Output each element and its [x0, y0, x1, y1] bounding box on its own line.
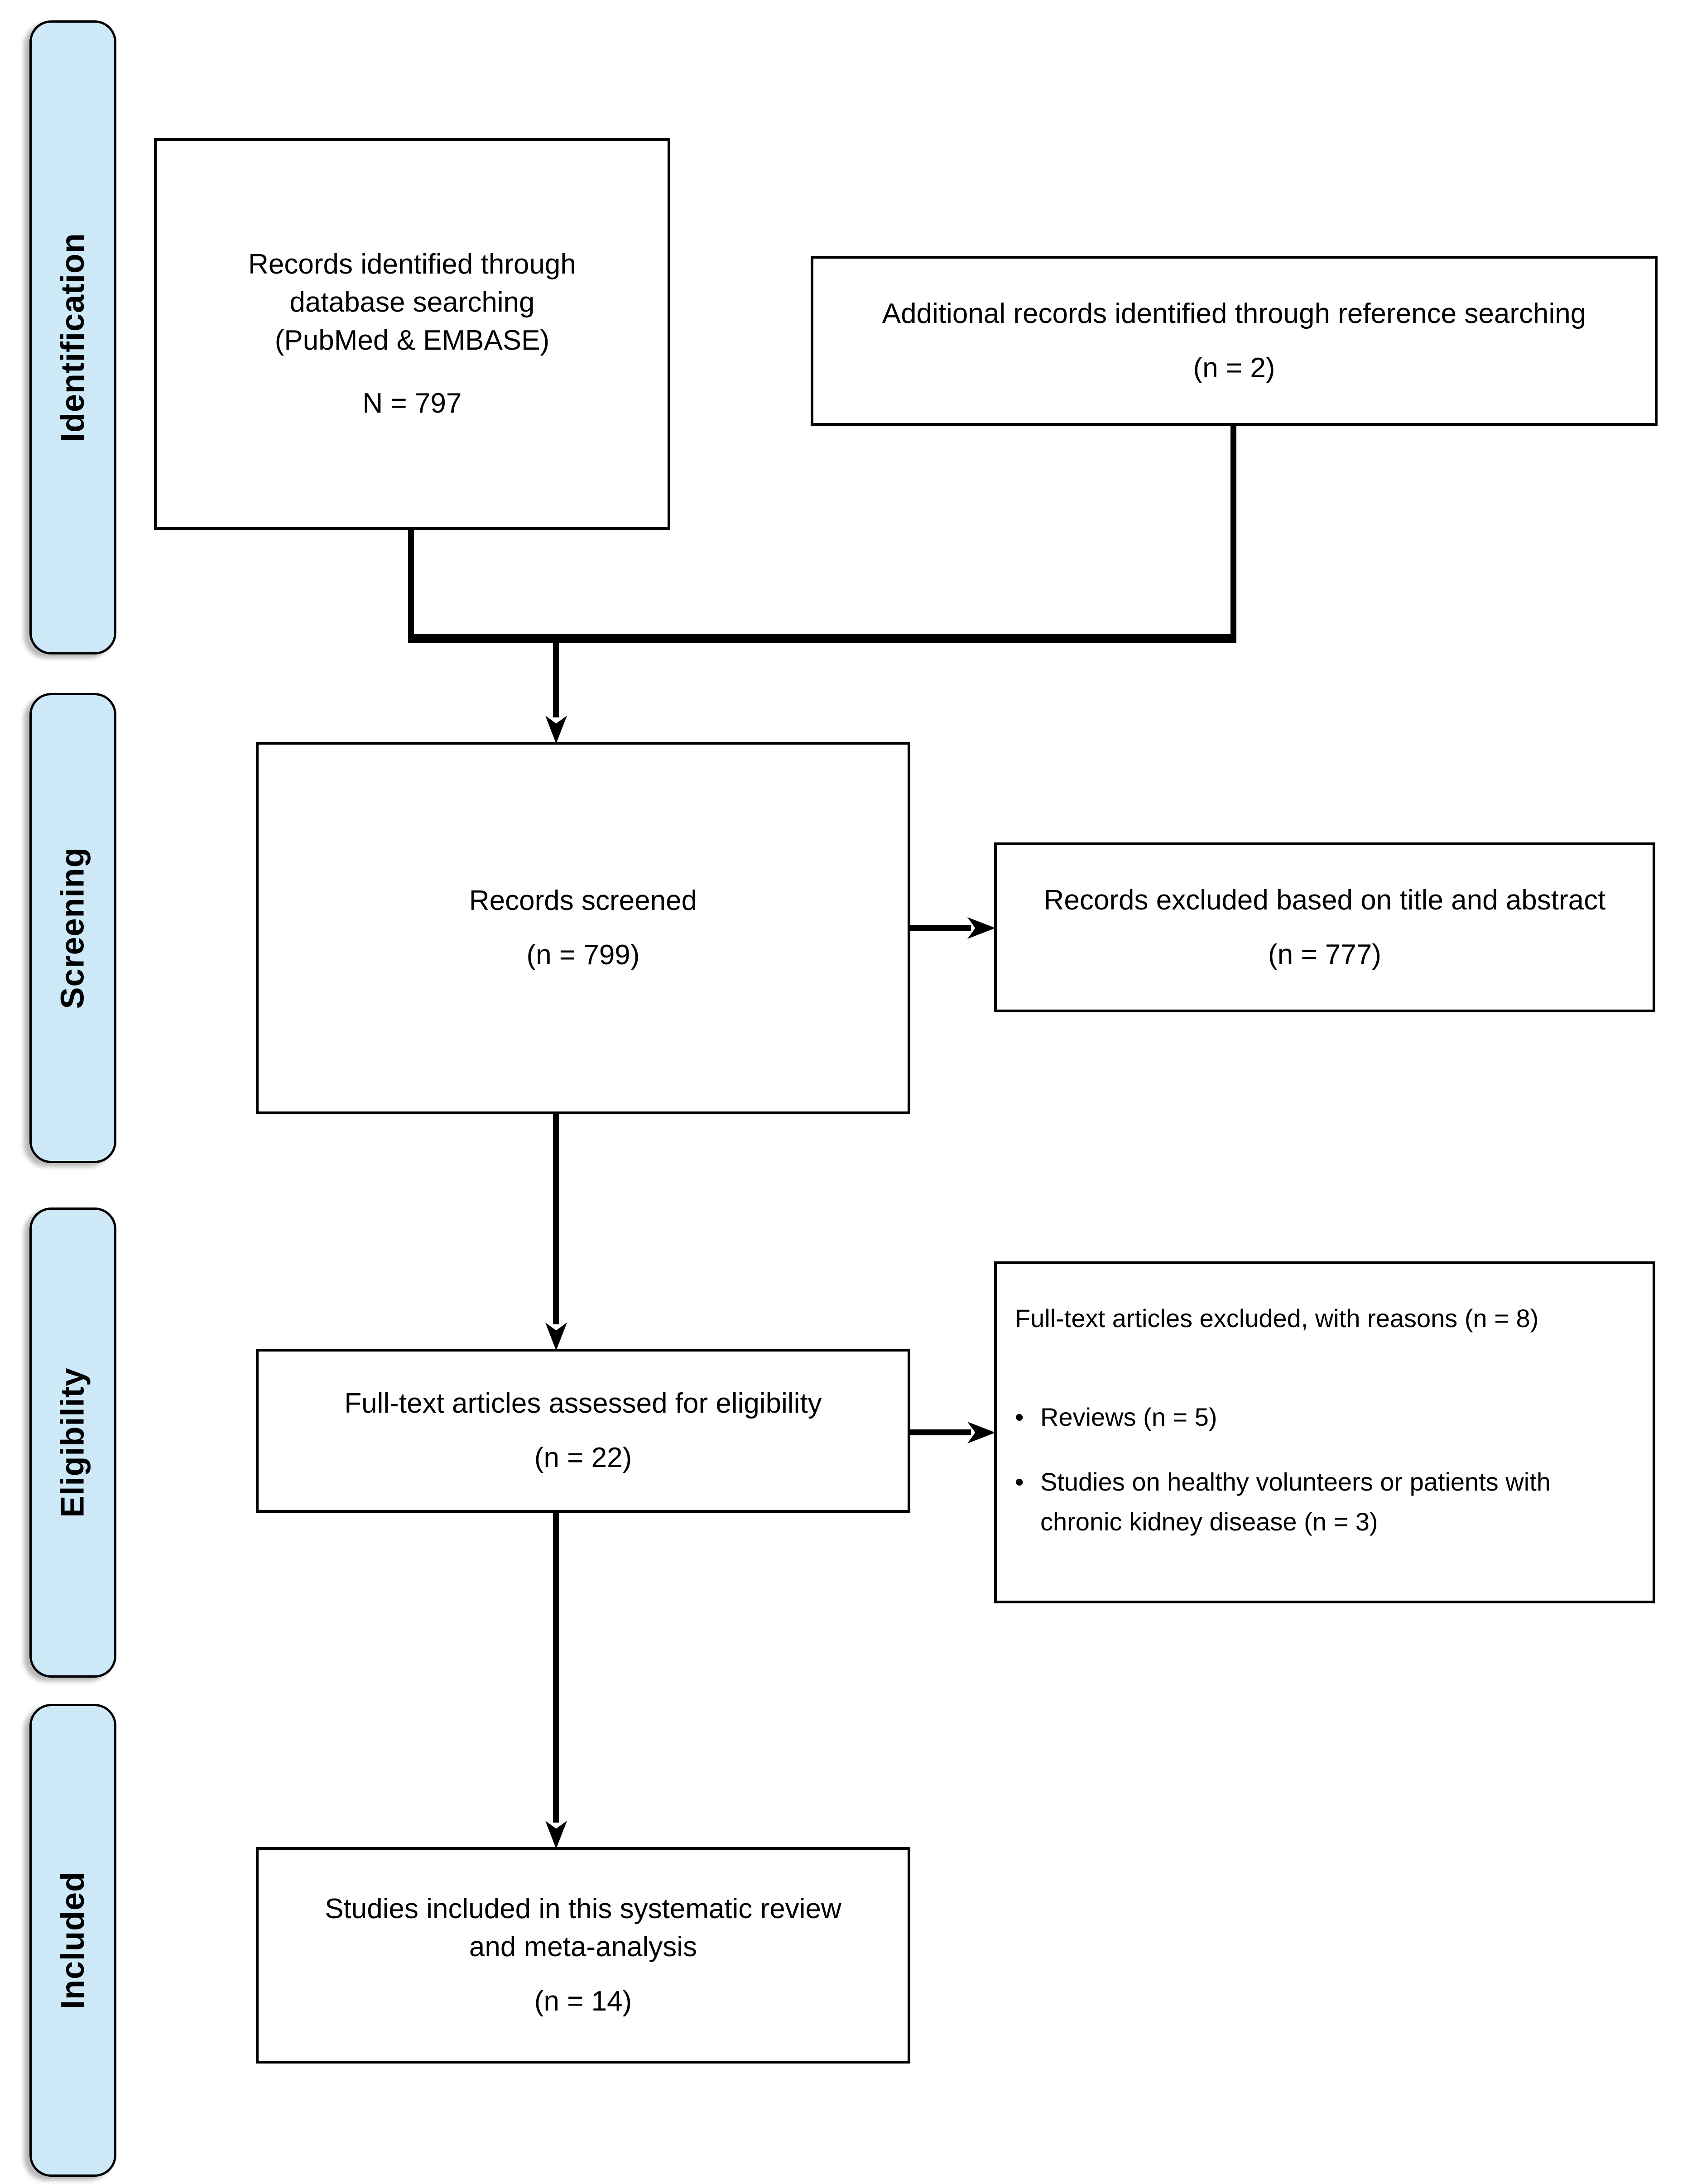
count-value: (n = 799) — [526, 939, 640, 971]
exclusion-reason-item: Reviews (n = 5) — [1015, 1397, 1620, 1437]
text-line: Records identified through — [248, 249, 576, 280]
text-line: (PubMed & EMBASE) — [274, 325, 550, 356]
box-fulltext-assessed: Full-text articles assessed for eligibil… — [256, 1349, 910, 1513]
box-fulltext-excluded: Full-text articles excluded, with reason… — [994, 1261, 1655, 1603]
text-line: and meta-analysis — [469, 1931, 697, 1963]
stage-identification-label: Identification — [55, 233, 91, 442]
stage-included: Included — [29, 1704, 116, 2177]
arrow-to-screened-head-icon — [545, 716, 567, 744]
arrow-to-studies-included-head-icon — [545, 1821, 567, 1849]
stage-eligibility-label: Eligibility — [55, 1367, 91, 1518]
arrow-to-screened-stem — [553, 641, 559, 717]
count-value: (n = 14) — [534, 1986, 632, 2017]
count-value: N = 797 — [362, 388, 462, 419]
arrow-to-records-excluded-stem — [909, 925, 971, 931]
connector-additional-down — [1230, 425, 1236, 641]
count-value: (n = 2) — [1193, 352, 1275, 384]
count-value: (n = 22) — [534, 1442, 632, 1473]
count-value: (n = 777) — [1268, 938, 1381, 970]
text-line: Additional records identified through re… — [882, 298, 1586, 329]
arrow-to-fulltext-excluded-stem — [909, 1429, 971, 1435]
arrow-to-studies-included-stem — [553, 1512, 559, 1823]
stage-included-label: Included — [55, 1871, 91, 2010]
box-records-identified: Records identified through database sear… — [154, 138, 670, 530]
stage-screening-label: Screening — [55, 847, 91, 1009]
box-studies-included: Studies included in this systematic revi… — [256, 1847, 910, 2064]
arrow-to-fulltext-assessed-stem — [553, 1113, 559, 1324]
box-additional-records: Additional records identified through re… — [811, 256, 1658, 426]
box-records-screened: Records screened (n = 799) — [256, 742, 910, 1114]
text-line: database searching — [289, 287, 535, 318]
text-line: Full-text articles assessed for eligibil… — [344, 1388, 822, 1419]
connector-identified-down — [408, 529, 414, 641]
exclusion-reason-item: Studies on healthy volunteers or patient… — [1015, 1462, 1620, 1542]
connector-merge-bar — [408, 634, 1236, 643]
exclusion-reason-list: Reviews (n = 5) Studies on healthy volun… — [1015, 1397, 1620, 1567]
text-line: Records excluded based on title and abst… — [1043, 884, 1606, 916]
arrow-to-records-excluded-head-icon — [967, 917, 995, 939]
arrow-to-fulltext-excluded-head-icon — [967, 1422, 995, 1443]
stage-screening: Screening — [29, 693, 116, 1163]
arrow-to-fulltext-assessed-head-icon — [545, 1323, 567, 1351]
text-line: Records screened — [469, 885, 697, 916]
text-line: Studies included in this systematic revi… — [325, 1893, 841, 1924]
stage-eligibility: Eligibility — [29, 1207, 116, 1678]
stage-identification: Identification — [29, 20, 116, 654]
box-records-excluded: Records excluded based on title and abst… — [994, 842, 1655, 1012]
exclusion-heading: Full-text articles excluded, with reason… — [1015, 1304, 1539, 1333]
